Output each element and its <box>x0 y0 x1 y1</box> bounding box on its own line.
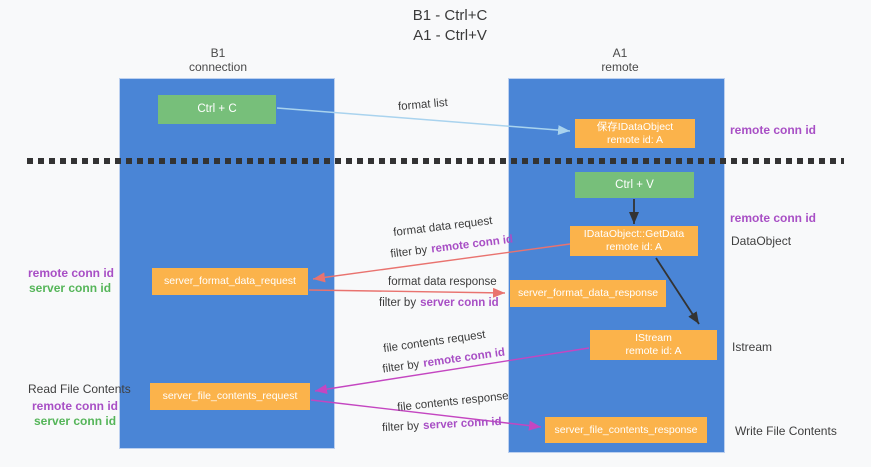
getdata-line1: IDataObject::GetData <box>583 228 685 240</box>
column-b1-name: B1 <box>210 46 226 60</box>
ctrl-c-box: Ctrl + C <box>158 95 276 124</box>
left-remote-conn-id-bottom: remote conn id <box>32 399 119 413</box>
filter-by-text: filter by <box>381 420 420 435</box>
server-file-contents-response-box: server_file_contents_response <box>545 417 707 443</box>
right-remote-conn-id-mid: remote conn id <box>730 211 817 225</box>
label-format-data-response: format data response <box>388 276 497 288</box>
save-dataobject-line1: 保存IDataObject <box>596 120 674 133</box>
arrow-getdata-to-istream <box>655 257 700 325</box>
getdata-box: IDataObject::GetData remote id: A <box>570 226 698 256</box>
column-a1-role: remote <box>601 60 639 74</box>
column-a1-name: A1 <box>612 46 628 60</box>
arrow-format-data-response <box>308 287 506 298</box>
right-istream-label: Istream <box>732 340 773 354</box>
left-remote-conn-id-top: remote conn id <box>28 266 115 280</box>
save-dataobject-line2: remote id: A <box>606 133 664 146</box>
arrow-file-contents-request <box>314 347 590 395</box>
server-format-data-response-box: server_format_data_response <box>510 280 666 307</box>
right-remote-conn-id-top: remote conn id <box>730 123 817 137</box>
left-server-conn-id-top: server conn id <box>29 281 112 295</box>
istream-line2: remote id: A <box>625 345 682 357</box>
right-write-file-contents-label: Write File Contents <box>735 424 837 438</box>
server-format-data-request-box: server_format_data_request <box>152 268 308 295</box>
arrow-format-list <box>276 107 571 136</box>
server-file-contents-request-box: server_file_contents_request <box>150 383 310 410</box>
server-conn-id-text: server conn id <box>420 297 499 309</box>
column-header-b1: B1 connection <box>148 46 288 74</box>
filter-by-text: filter by <box>379 297 417 309</box>
right-dataobject-label: DataObject <box>731 234 792 248</box>
column-header-a1: A1 remote <box>550 46 690 74</box>
title-line-2: A1 - Ctrl+V <box>413 27 487 44</box>
istream-line1: IStream <box>635 332 672 344</box>
title-line-1: B1 - Ctrl+C <box>412 7 488 24</box>
column-b1-role: connection <box>188 60 248 74</box>
arrow-format-data-request <box>312 243 571 283</box>
left-read-file-contents-label: Read File Contents <box>28 382 131 396</box>
save-dataobject-box: 保存IDataObject remote id: A <box>575 119 695 148</box>
ctrl-v-box: Ctrl + V <box>575 172 694 198</box>
left-server-conn-id-bottom: server conn id <box>34 414 117 428</box>
getdata-line2: remote id: A <box>605 241 663 253</box>
diagram-title: B1 - Ctrl+C A1 - Ctrl+V <box>340 6 560 46</box>
arrow-file-contents-response <box>310 399 542 431</box>
istream-box: IStream remote id: A <box>590 330 717 360</box>
